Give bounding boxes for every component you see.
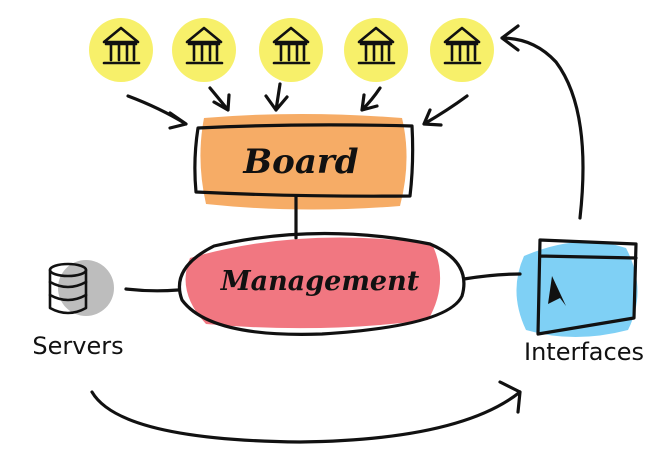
management-node: Management bbox=[177, 231, 466, 336]
arrow-stakeholder-4-to-board bbox=[360, 86, 382, 112]
board-label: Board bbox=[242, 142, 358, 182]
interfaces-highlight bbox=[516, 241, 638, 337]
servers-node: Servers bbox=[32, 260, 124, 360]
board-box bbox=[193, 123, 415, 198]
interfaces-window bbox=[536, 238, 638, 336]
stakeholder-arrows bbox=[126, 82, 469, 130]
board-highlight bbox=[200, 114, 407, 210]
arrow-stakeholder-3-to-board bbox=[264, 82, 289, 112]
management-ellipse bbox=[177, 231, 466, 336]
management-label: Management bbox=[220, 266, 420, 297]
stakeholder-bank-icon-4 bbox=[344, 18, 408, 82]
board-node: Board bbox=[193, 114, 415, 210]
management-interfaces-connector bbox=[462, 272, 522, 281]
arrow-interfaces-to-stakeholders bbox=[500, 24, 585, 220]
stakeholder-bank-icon-2 bbox=[172, 18, 236, 82]
stakeholder-icons bbox=[89, 18, 494, 82]
arrow-servers-to-interfaces bbox=[90, 380, 522, 444]
arrow-stakeholder-5-to-board bbox=[422, 94, 469, 127]
interfaces-node: Interfaces bbox=[516, 238, 644, 366]
servers-management-connector bbox=[124, 287, 180, 293]
cursor-icon bbox=[548, 276, 566, 306]
stakeholder-bank-icon-3 bbox=[259, 18, 323, 82]
database-icon bbox=[48, 262, 88, 315]
management-highlight bbox=[185, 237, 441, 329]
stakeholder-bank-icon-5 bbox=[430, 18, 494, 82]
arrow-stakeholder-2-to-board bbox=[208, 86, 231, 112]
arrow-stakeholder-1-to-board bbox=[126, 94, 188, 130]
stakeholder-bank-icon-1 bbox=[89, 18, 153, 82]
servers-label: Servers bbox=[32, 332, 123, 360]
interfaces-label: Interfaces bbox=[524, 338, 644, 366]
